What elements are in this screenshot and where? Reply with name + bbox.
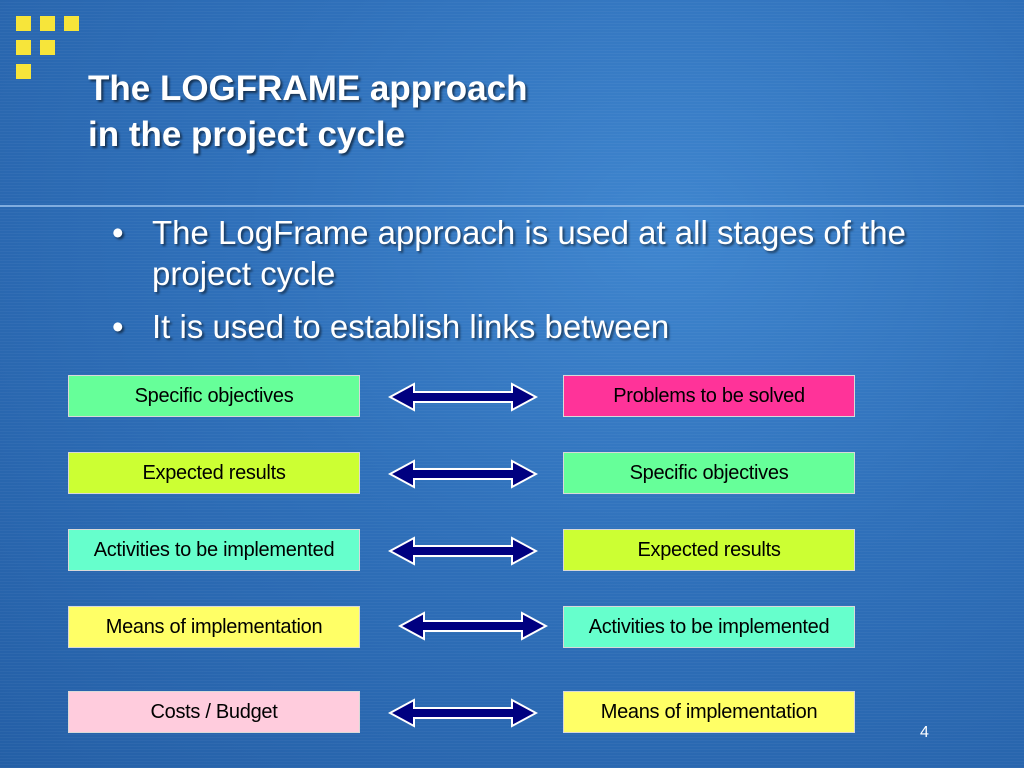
slide-title-line2: in the project cycle: [88, 115, 406, 154]
link-left-box: Expected results: [68, 452, 360, 494]
link-right-box: Problems to be solved: [563, 375, 855, 417]
bullet-marker: •: [112, 308, 124, 345]
slide-title: The LOGFRAME approach in the project cyc…: [88, 66, 688, 158]
link-left-box: Costs / Budget: [68, 691, 360, 733]
bullet-item: • The LogFrame approach is used at all s…: [112, 212, 1012, 294]
double-arrow-icon: [388, 382, 538, 412]
bullet-text: It is used to establish links between: [152, 308, 670, 345]
double-arrow-icon: [398, 611, 548, 641]
link-right-box: Expected results: [563, 529, 855, 571]
bullet-marker: •: [112, 214, 124, 251]
double-arrow-icon: [388, 536, 538, 566]
link-left-box: Specific objectives: [68, 375, 360, 417]
double-arrow-icon: [388, 459, 538, 489]
bullet-item: • It is used to establish links between: [112, 306, 1012, 347]
slide-title-line1: The LOGFRAME approach: [88, 69, 528, 108]
link-left-box: Means of implementation: [68, 606, 360, 648]
title-divider: [0, 205, 1024, 207]
page-number: 4: [920, 724, 929, 741]
logo-squares-icon: [16, 16, 88, 88]
double-arrow-icon: [388, 698, 538, 728]
link-right-box: Activities to be implemented: [563, 606, 855, 648]
bullet-list: • The LogFrame approach is used at all s…: [112, 212, 1012, 359]
link-right-box: Means of implementation: [563, 691, 855, 733]
link-right-box: Specific objectives: [563, 452, 855, 494]
bullet-text: The LogFrame approach is used at all sta…: [152, 214, 906, 292]
link-left-box: Activities to be implemented: [68, 529, 360, 571]
